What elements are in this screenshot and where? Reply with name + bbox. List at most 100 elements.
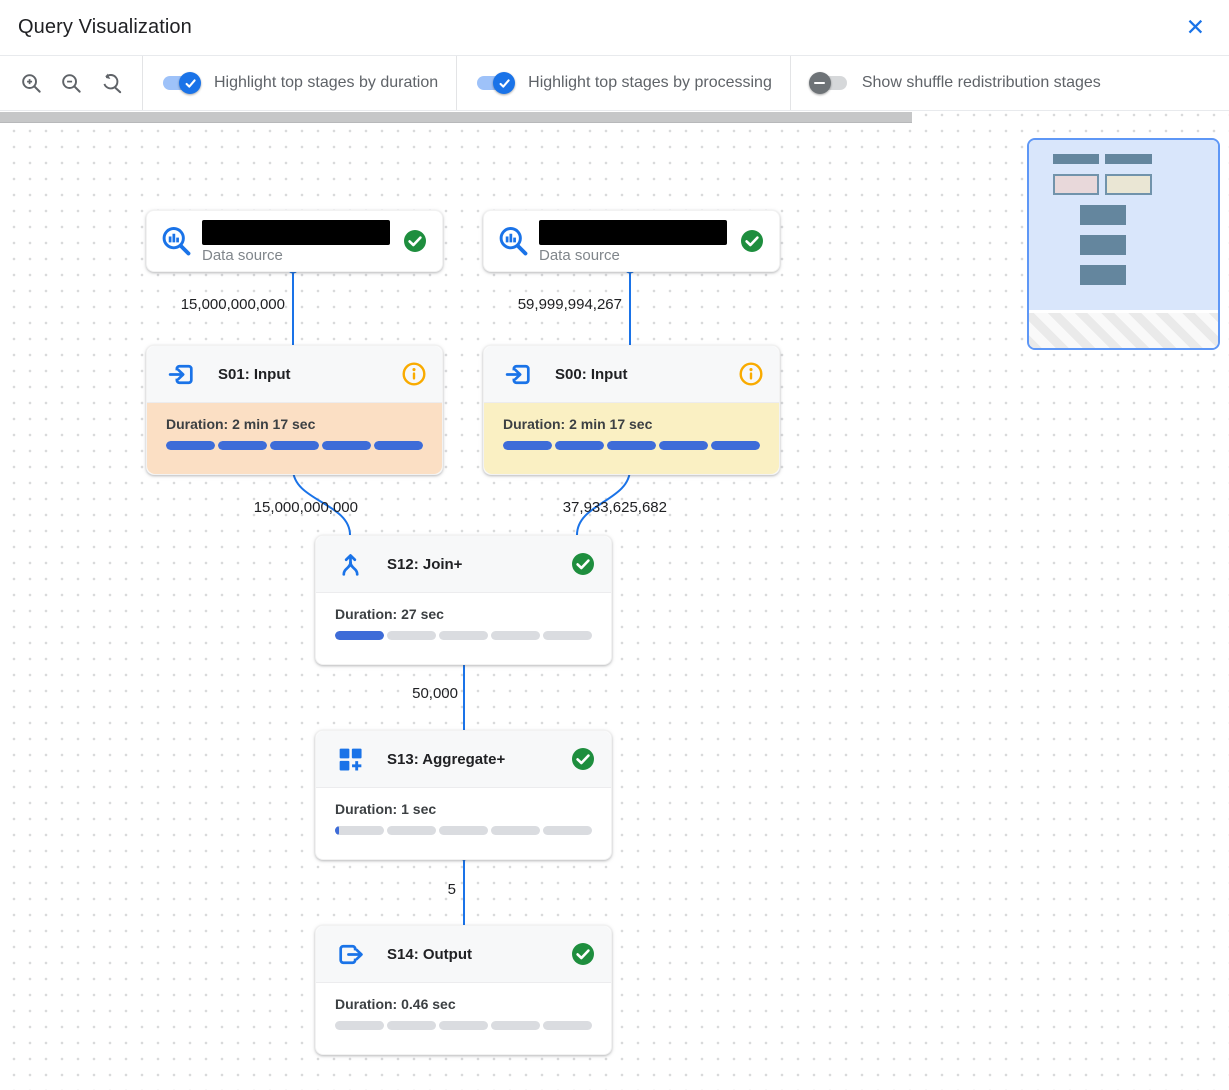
data-source-label: Data source [539,247,620,264]
progress-segment [491,631,540,640]
minimap-node-marker [1053,154,1099,164]
reset-zoom-icon[interactable] [100,72,123,95]
info-icon[interactable] [739,362,763,386]
check-circle-icon [404,230,426,252]
progress-bar [335,631,592,640]
stage-header: S13: Aggregate+ [316,731,611,788]
toggle-group-shuffle: Show shuffle redistribution stages [791,56,1119,110]
toggle-highlight-duration[interactable] [161,71,201,95]
minimap-node-marker [1080,235,1126,255]
minus-icon [814,81,826,85]
progress-segment [607,441,656,450]
toggle-label-processing: Highlight top stages by processing [528,74,772,91]
toggle-highlight-processing[interactable] [475,71,516,95]
stage-title: S13: Aggregate+ [387,750,506,768]
duration-label: Duration: 1 sec [335,801,437,817]
progress-segment [374,441,423,450]
zoom-in-icon[interactable] [20,72,43,95]
toggle-show-shuffle[interactable] [808,71,849,95]
progress-bar [503,441,760,450]
minimap-node-marker-processing [1105,174,1152,195]
progress-segment [543,826,592,835]
progress-segment [335,1021,384,1030]
info-icon[interactable] [402,362,426,386]
progress-segment [659,441,708,450]
check-icon [499,78,510,88]
toolbar-divider [456,56,458,110]
redacted-table-name [202,220,390,245]
minimap-node-marker [1080,265,1126,285]
aggregate-icon [339,748,362,771]
progress-segment [543,1021,592,1030]
minimap[interactable] [1027,138,1220,350]
zoom-out-icon[interactable] [60,72,83,95]
toolbar-divider [789,56,791,110]
data-source-icon [162,227,191,256]
edge-label: 50,000 [412,685,458,702]
progress-segment [491,826,540,835]
progress-segment [439,826,488,835]
page-title: Query Visualization [18,16,192,38]
progress-segment [439,631,488,640]
check-circle-icon [572,943,594,965]
stage-title: S00: Input [555,365,628,383]
stage-duration-panel: Duration: 2 min 17 sec [484,403,779,474]
modal-header: Query Visualization ✕ [0,0,1229,56]
stage-node-s13[interactable]: S13: Aggregate+ Duration: 1 sec [315,730,612,860]
toggle-label-duration: Highlight top stages by duration [214,74,439,91]
stage-duration-panel: Duration: 0.46 sec [316,983,611,1054]
progress-segment [503,441,552,450]
progress-bar [166,441,423,450]
stage-title: S12: Join+ [387,555,463,573]
progress-segment [166,441,215,450]
progress-segment [270,441,319,450]
toggle-group-processing: Highlight top stages by processing [457,56,790,110]
toolbar-divider [142,56,143,110]
toggle-group-duration: Highlight top stages by duration [143,56,456,110]
data-source-icon [499,227,528,256]
duration-label: Duration: 2 min 17 sec [503,416,653,432]
duration-label: Duration: 0.46 sec [335,996,456,1012]
data-source-info: Data source [539,218,731,264]
toggle-thumb [808,72,831,94]
stage-node-s12[interactable]: S12: Join+ Duration: 27 sec [315,535,612,665]
data-source-node-2[interactable]: Data source [483,210,780,272]
progress-segment [218,441,267,450]
progress-segment [543,631,592,640]
input-icon [168,364,193,384]
stage-node-s14[interactable]: S14: Output Duration: 0.46 sec [315,925,612,1055]
stage-duration-panel: Duration: 1 sec [316,788,611,859]
edge-label: 59,999,994,267 [517,296,622,313]
horizontal-scrollbar[interactable] [0,112,912,123]
stage-title: S14: Output [387,945,472,963]
progress-segment [322,441,371,450]
progress-segment [439,1021,488,1030]
data-source-label: Data source [202,247,283,264]
stage-header: S12: Join+ [316,536,611,593]
stage-title: S01: Input [218,365,291,383]
stage-duration-panel: Duration: 2 min 17 sec [147,403,442,474]
stage-node-s00[interactable]: S00: Input Duration: 2 min 17 sec [483,345,780,475]
toggle-thumb [493,72,516,94]
edge-label: 15,000,000,000 [253,499,358,516]
progress-segment [335,631,384,640]
check-icon [185,78,196,88]
input-icon [505,364,530,384]
check-circle-icon [741,230,763,252]
data-source-info: Data source [202,218,394,264]
minimap-offscreen-stripes [1029,313,1218,348]
minimap-node-marker-duration [1053,174,1099,195]
data-source-node-1[interactable]: Data source [146,210,443,272]
output-icon [339,944,363,964]
close-icon[interactable]: ✕ [1185,14,1205,40]
toggle-thumb [179,72,201,94]
graph-canvas[interactable]: 15,000,000,000 59,999,994,267 15,000,000… [0,111,1229,1090]
check-circle-icon [572,748,594,770]
progress-segment [711,441,760,450]
toolbar: Highlight top stages by duration Highlig… [0,56,1229,111]
edge-label: 15,000,000,000 [180,296,285,313]
progress-bar [335,826,592,835]
stage-node-s01[interactable]: S01: Input Duration: 2 min 17 sec [146,345,443,475]
progress-segment [555,441,604,450]
